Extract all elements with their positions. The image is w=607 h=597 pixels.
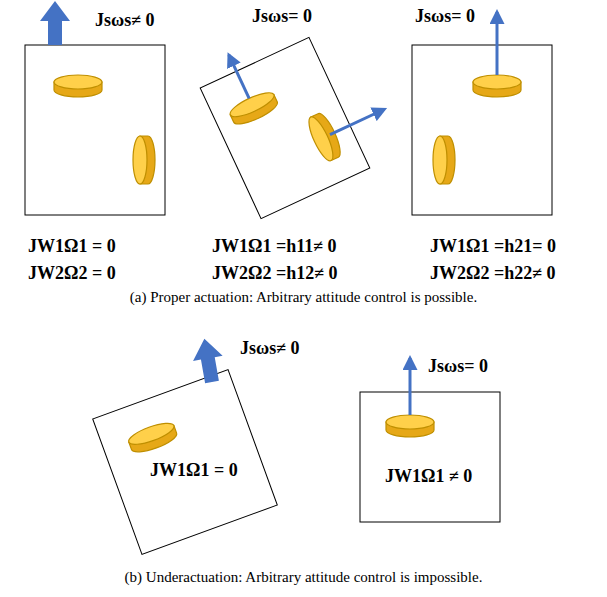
angular-momentum-arrow bbox=[190, 336, 227, 385]
wheel-momentum-label: JW1Ω1 ≠ 0 bbox=[385, 466, 472, 488]
momentum-label: Jsωs= 0 bbox=[252, 6, 312, 28]
wheel-momentum-label: JW1Ω1 =h21= 0 bbox=[430, 236, 556, 258]
wheel-momentum-label: JW2Ω2 =h12≠ 0 bbox=[212, 263, 338, 285]
momentum-label: Jsωs= 0 bbox=[428, 356, 488, 378]
wheel-momentum-label: JW1Ω1 = 0 bbox=[150, 460, 238, 482]
rotated-body bbox=[193, 5, 405, 219]
caption: (a) Proper actuation: Arbitrary attitude… bbox=[0, 288, 607, 306]
spacecraft-body bbox=[412, 45, 552, 215]
reaction-wheel bbox=[386, 415, 434, 437]
wheel-momentum-arrow bbox=[229, 55, 249, 99]
wheel-momentum-label: JW2Ω2 = 0 bbox=[28, 263, 116, 285]
reaction-wheel bbox=[126, 419, 179, 456]
wheel-momentum-arrow bbox=[409, 358, 412, 415]
reaction-wheel bbox=[473, 75, 521, 97]
wheel-momentum-label: JW1Ω1 =h11≠ 0 bbox=[212, 236, 337, 258]
momentum-label: Jsωs= 0 bbox=[415, 6, 475, 28]
wheel-momentum-label: JW1Ω1 = 0 bbox=[28, 236, 116, 258]
reaction-wheel bbox=[54, 75, 102, 97]
reaction-wheel bbox=[227, 88, 280, 128]
wheel-momentum-arrow bbox=[496, 12, 499, 75]
spacecraft-body bbox=[25, 45, 165, 215]
reaction-wheel bbox=[304, 111, 344, 164]
angular-momentum-arrow bbox=[40, 1, 70, 45]
spacecraft-body bbox=[360, 392, 500, 522]
momentum-label: Jsωs≠ 0 bbox=[95, 10, 155, 32]
wheel-momentum-label: JW2Ω2 =h22≠ 0 bbox=[430, 263, 556, 285]
wheel-momentum-arrow bbox=[330, 109, 384, 134]
reaction-wheel bbox=[433, 136, 455, 184]
spacecraft-body bbox=[93, 370, 278, 555]
rotated-body bbox=[93, 370, 278, 555]
momentum-label: Jsωs≠ 0 bbox=[240, 338, 300, 360]
reaction-wheel bbox=[133, 136, 155, 184]
caption: (b) Underactuation: Arbitrary attitude c… bbox=[0, 568, 607, 586]
